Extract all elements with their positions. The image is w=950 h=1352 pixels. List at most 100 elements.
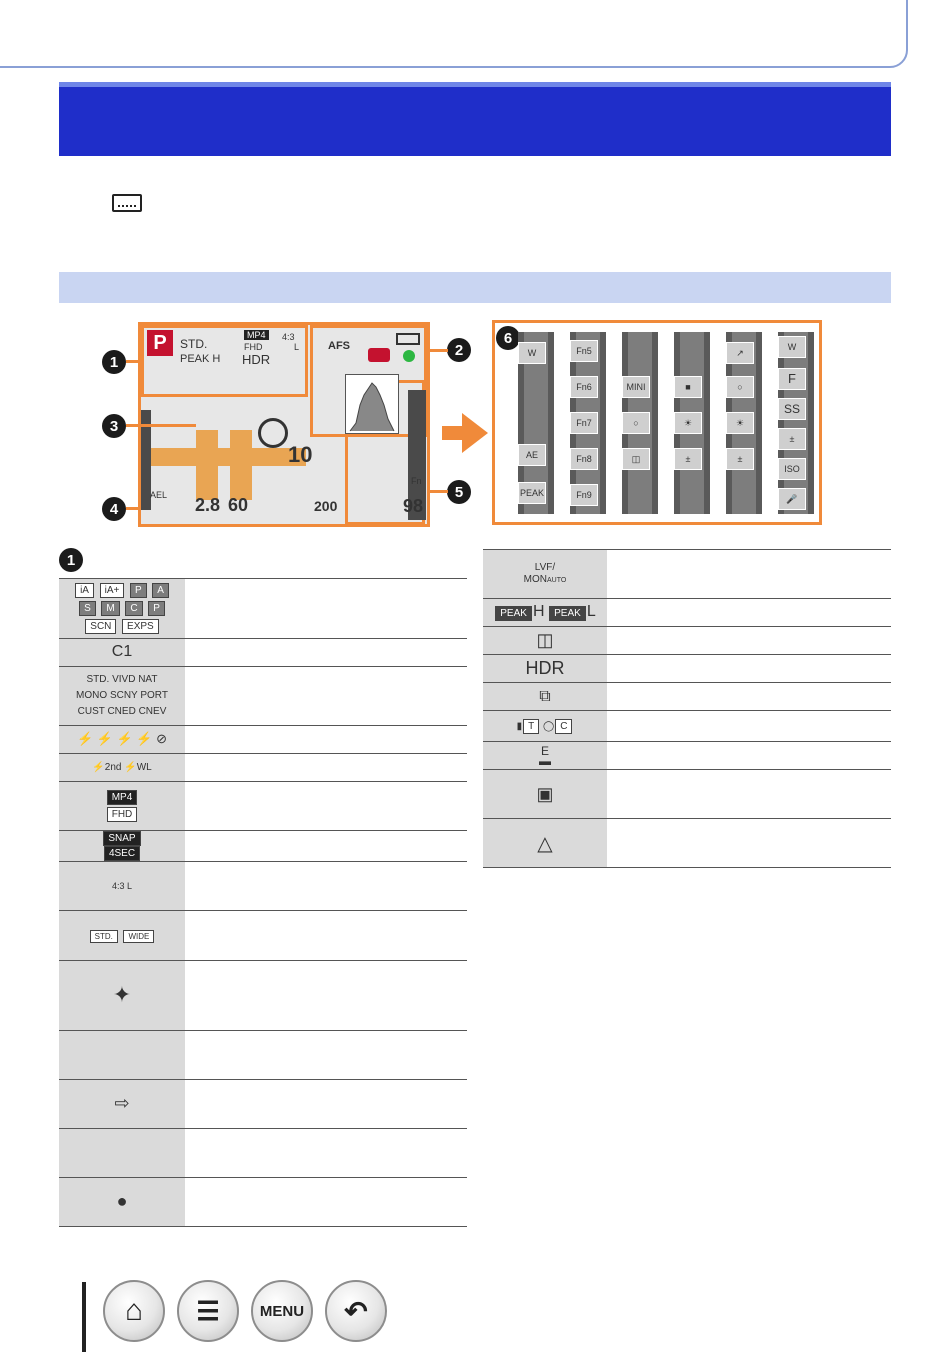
brightness-icon-2[interactable]: ☀ <box>726 412 754 434</box>
fn9-icon[interactable]: Fn9 <box>570 484 598 506</box>
table-row: ⇨ <box>59 1079 467 1129</box>
back-button[interactable]: ↶ <box>325 1280 387 1342</box>
table-row: ◫ <box>483 626 891 655</box>
shutter-tab[interactable]: SS <box>778 398 806 420</box>
tab-column-fn[interactable]: Fn5 Fn6 Fn7 Fn8 Fn9 <box>570 332 606 514</box>
menu-button[interactable]: MENU <box>251 1280 313 1342</box>
mic-icon[interactable]: 🎤 <box>778 488 806 510</box>
flash-2nd: 2nd <box>104 761 122 773</box>
style-mono: MONO <box>76 689 108 701</box>
row-description <box>185 638 467 667</box>
home-button[interactable]: ⌂ <box>103 1280 165 1342</box>
multi-exposure-icon: ⧉ <box>483 682 607 711</box>
filter-effect-icon[interactable]: ○ <box>622 412 650 434</box>
peak-high: H <box>532 603 545 620</box>
section-bar <box>59 272 891 303</box>
picture-size: L <box>127 880 133 891</box>
contrast-icon[interactable]: ■ <box>674 376 702 398</box>
contents-button[interactable]: ☰ <box>177 1280 239 1342</box>
snap-duration: 4SEC <box>103 845 141 861</box>
creative-icon[interactable]: ↗ <box>726 342 754 364</box>
rec-format: MP4 <box>106 789 138 805</box>
brightness-icon[interactable]: ☀ <box>674 412 702 434</box>
right-strip <box>408 390 426 520</box>
rec-quality: FHD <box>106 806 138 822</box>
callout-4-line <box>126 507 140 510</box>
mode-chip: S <box>79 601 96 617</box>
touch-ae-icon[interactable]: AE <box>518 444 546 466</box>
snap-label: SNAP <box>103 830 141 846</box>
lvf-label: LVF/ <box>534 561 556 573</box>
wide-chip: WIDE <box>123 929 155 943</box>
table-row: ⚡2nd ⚡WL <box>59 753 467 782</box>
mode-chip: A <box>152 583 169 599</box>
exposure-tab[interactable]: ± <box>778 428 806 450</box>
title-bar <box>59 82 891 156</box>
callout-3-line <box>126 424 196 427</box>
tab-column-filter[interactable]: MINI ○ ◫ <box>622 332 658 514</box>
page-top-frame <box>0 0 908 68</box>
fn7-icon[interactable]: Fn7 <box>570 412 598 434</box>
filter-icon[interactable]: ○ <box>726 376 754 398</box>
af-area-bar-3 <box>230 430 252 500</box>
tab-column-movie[interactable]: W F SS ± ISO 🎤 <box>778 332 814 514</box>
row-description <box>607 741 891 770</box>
bottom-rule <box>82 1282 86 1352</box>
fn8-icon[interactable]: Fn8 <box>570 448 598 470</box>
quality-label: MP4 <box>244 330 269 340</box>
row-description <box>607 626 891 655</box>
row-description <box>607 549 891 599</box>
list-icon: ☰ <box>196 1295 220 1326</box>
exposure-comp-icon-2[interactable]: ± <box>726 448 754 470</box>
table-row: C1 <box>59 638 467 667</box>
movie-photo-icon: ▣ <box>483 769 607 819</box>
aperture-tab[interactable]: F <box>778 368 806 390</box>
fn6-icon[interactable]: Fn6 <box>570 376 598 398</box>
callout-2-line <box>428 349 448 352</box>
callout-area-2 <box>310 325 427 437</box>
row-description <box>185 1079 467 1129</box>
arrow-right-icon <box>462 413 488 453</box>
aspect-label: 4:3 <box>282 332 295 342</box>
empty-icon-cell <box>59 1128 185 1178</box>
table-row: △ <box>483 818 891 868</box>
row-description <box>185 830 467 862</box>
camera-shake-icon <box>368 348 390 362</box>
zoom-icon[interactable]: W <box>518 342 546 364</box>
zoom-icon-2[interactable]: W <box>778 336 806 358</box>
table-row: STD. VIVD NAT MONO SCNY PORT CUST CNED C… <box>59 666 467 726</box>
histogram <box>345 374 399 434</box>
tab-column-creative[interactable]: ↗ ○ ☀ ± <box>726 332 762 514</box>
row-description <box>607 654 891 683</box>
menu-label: MENU <box>259 1302 305 1320</box>
table-row: ▣ <box>483 769 891 819</box>
tab-column-defocus[interactable]: ■ ☀ ± <box>674 332 710 514</box>
peak-chip: PEAK <box>495 606 532 621</box>
mon-label: MON <box>523 573 547 585</box>
e-label: E <box>540 743 549 758</box>
defocus-icon[interactable]: ◫ <box>622 448 650 470</box>
table-row: ⧉ <box>483 682 891 711</box>
home-icon: ⌂ <box>124 1294 144 1327</box>
exposure-comp-icon[interactable]: ± <box>674 448 702 470</box>
table-row: ● <box>59 1177 467 1227</box>
table-row: LVF/ MONAUTO <box>483 549 891 599</box>
callout-6: 6 <box>496 326 520 350</box>
mini-icon[interactable]: MINI <box>622 376 650 398</box>
tab-column-zoom[interactable]: W AE PEAK <box>518 332 554 514</box>
left-icon-table: iA iA+ P A S M C P SCN EXPS C1 STD. VIVD… <box>59 579 467 1227</box>
fn-label: Fn <box>411 476 422 486</box>
mode-chip: EXPS <box>122 619 159 635</box>
hdr-label: HDR <box>242 352 271 367</box>
quality-sub-label: FHD <box>244 342 263 352</box>
self-timer-count: 10 <box>288 442 313 467</box>
row-description <box>607 682 891 711</box>
fn5-icon[interactable]: Fn5 <box>570 340 598 362</box>
peak-icon[interactable]: PEAK <box>518 482 546 504</box>
focus-ok-dot <box>403 350 415 362</box>
tele-conv-label: T <box>523 718 540 734</box>
peak-label: PEAK H <box>180 353 221 365</box>
iso-tab[interactable]: ISO <box>778 458 806 480</box>
